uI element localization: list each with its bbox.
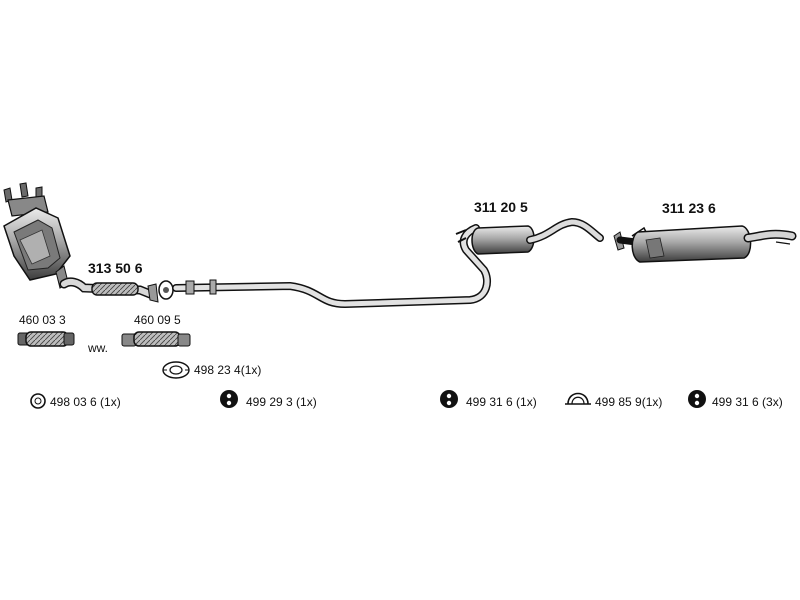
rubber-mount-icon — [688, 390, 706, 408]
part-number-rubber-mount-1: 499 29 3 (1x) — [246, 395, 317, 409]
part-number-front-pipe: 313 50 6 — [88, 260, 143, 276]
part-number-rear-muffler: 311 23 6 — [662, 200, 716, 216]
catalytic-converter — [3, 182, 71, 289]
ring-gasket-icon — [30, 393, 46, 409]
rear-muffler — [613, 225, 797, 263]
part-number-center-muffler: 311 20 5 — [474, 199, 528, 215]
part-number-rubber-mount-3: 499 31 6 (3x) — [712, 395, 783, 409]
front-pipe — [59, 277, 159, 303]
part-number-gasket: 498 23 4(1x) — [194, 363, 262, 377]
rubber-mount-icon — [220, 390, 238, 408]
part-number-flex-pipe-2: 460 09 5 — [134, 313, 181, 327]
part-number-rubber-mount-2: 499 31 6 (1x) — [466, 395, 537, 409]
center-muffler — [455, 217, 604, 255]
gasket-icon — [162, 361, 190, 379]
rubber-mount-icon — [440, 390, 458, 408]
intermediate-pipe — [158, 224, 491, 308]
part-number-flex-pipe-1: 460 03 3 — [19, 313, 66, 327]
flex-pipe-460-09-5 — [121, 331, 191, 347]
ww-note: ww. — [88, 341, 109, 355]
clamp-icon — [565, 392, 591, 405]
part-number-clamp: 499 85 9(1x) — [595, 395, 663, 409]
flex-pipe-460-03-3 — [17, 331, 75, 347]
part-number-ring-gasket: 498 03 6 (1x) — [50, 395, 121, 409]
